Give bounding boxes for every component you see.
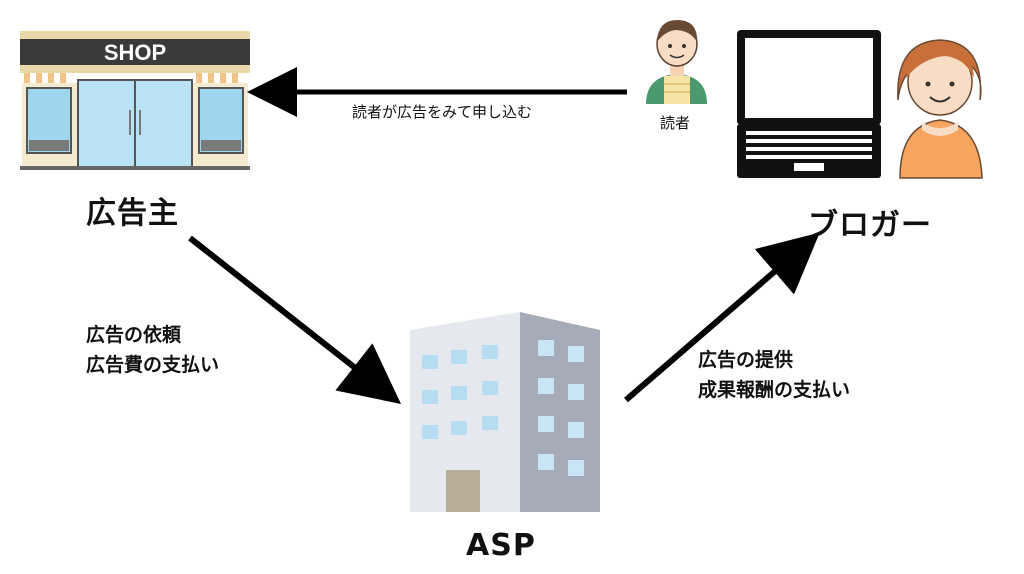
arrow-asp-to-blogger <box>624 232 820 403</box>
shop-sign-text: SHOP <box>104 40 166 65</box>
blogger-label: ブロガー <box>808 208 932 243</box>
flow-label-shop-to-asp: 広告の依頼 広告費の支払い <box>86 320 219 380</box>
flow-label-shop-to-asp-line2: 広告費の支払い <box>86 354 220 376</box>
flow-label-asp-to-blogger: 広告の提供 成果報酬の支払い <box>698 345 850 405</box>
flow-label-asp-to-blogger-line1: 広告の提供 <box>698 349 794 371</box>
asp-building-illustration <box>410 312 600 512</box>
reader-label: 読者 <box>660 114 691 132</box>
advertiser-label: 広告主 <box>86 196 179 231</box>
laptop-illustration <box>737 30 881 178</box>
flow-label-reader-to-shop: 読者が広告をみて申し込む <box>352 103 533 121</box>
flow-label-shop-to-asp-line1: 広告の依頼 <box>86 324 182 346</box>
asp-label: ASP <box>466 528 536 563</box>
reader-illustration <box>646 20 707 104</box>
flow-label-asp-to-blogger-line2: 成果報酬の支払い <box>698 379 851 401</box>
arrow-shop-to-asp <box>188 235 402 404</box>
shop-illustration <box>20 31 250 170</box>
blogger-illustration <box>897 39 983 179</box>
